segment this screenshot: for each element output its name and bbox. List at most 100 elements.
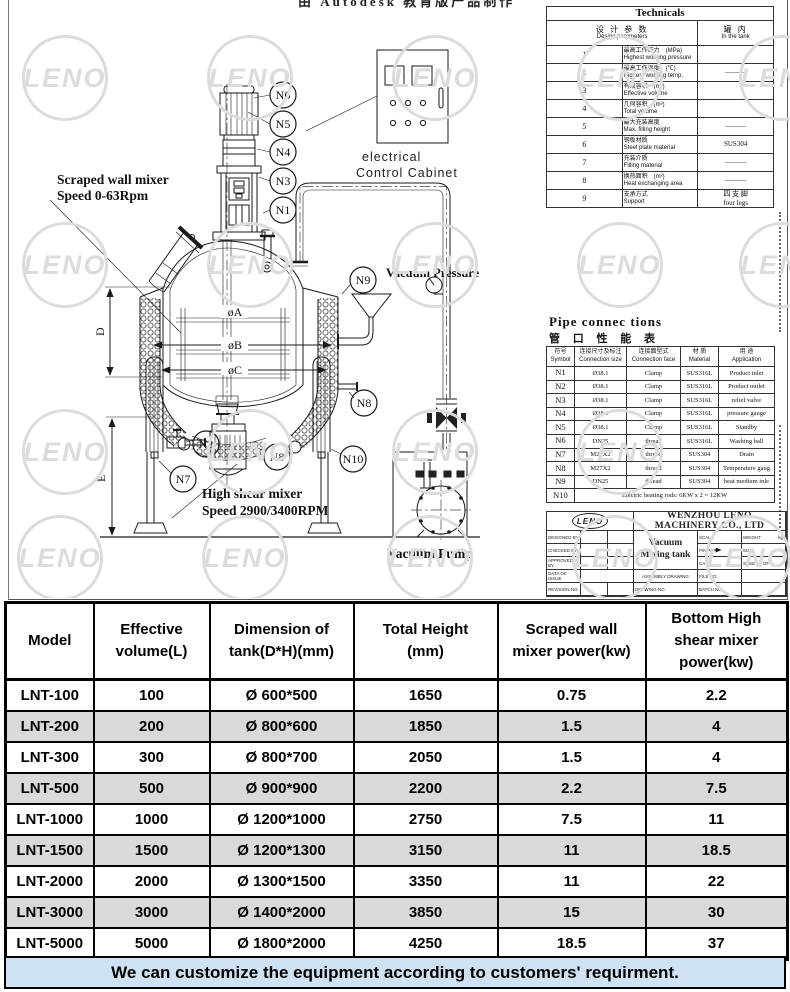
table-cell: 7.5 — [644, 772, 789, 805]
assembly-drawing-label: ASSEMBLY DRAWING — [634, 570, 698, 583]
table-cell: N6 — [546, 433, 575, 449]
table-cell: N8 — [546, 461, 575, 476]
svg-text:N1: N1 — [276, 203, 291, 217]
table-cell: 1000 — [92, 803, 211, 836]
table-cell: M27X2 — [574, 447, 627, 463]
table-cell: 3350 — [352, 865, 499, 898]
table-cell: 5 — [546, 117, 623, 136]
cabinet-label-1: electrical — [362, 150, 421, 164]
high-shear-label: High shear mixer — [202, 486, 302, 501]
label-n1: N1 — [269, 196, 297, 224]
manhole — [148, 225, 204, 293]
table-cell: SUS316L — [680, 366, 719, 381]
blank-cell — [608, 544, 634, 557]
table-cell: N2 — [546, 379, 575, 395]
table-cell: 3850 — [352, 896, 499, 929]
table-cell: 1.5 — [496, 710, 647, 743]
table-cell: ——— — [697, 117, 774, 136]
table-cell: pressure gauge — [718, 406, 775, 422]
svg-text:øA: øA — [228, 305, 243, 319]
table-cell: SUS316L — [680, 393, 719, 408]
label-n6: N6 — [269, 81, 297, 109]
table-cell: 1 — [546, 45, 623, 64]
table-cell: thread — [626, 474, 681, 490]
label-n8-bottom: N8 — [263, 443, 291, 471]
svg-text:N5: N5 — [276, 117, 291, 131]
table-cell: SUS316L — [680, 420, 719, 435]
table-cell: 2050 — [352, 741, 499, 774]
svg-text:N7: N7 — [176, 472, 191, 486]
table-cell: LNT-5000 — [4, 927, 95, 961]
vacuum-pipe-centerline — [299, 186, 447, 452]
table-cell: 4 — [546, 99, 623, 118]
table-cell: Ø 900*900 — [208, 772, 355, 805]
drawing-no-label: DRAWING NO. — [634, 583, 698, 596]
table-cell: 2 — [546, 63, 623, 82]
projection-symbol — [708, 547, 722, 553]
blank-cell — [581, 583, 608, 596]
table-cell: 4 — [644, 710, 789, 743]
table-cell: SUS304 — [680, 474, 719, 490]
table-cell: LNT-200 — [4, 710, 95, 743]
size-label: SIZE — [742, 544, 786, 557]
technicals-title: Technicals — [546, 6, 774, 21]
scraped-mixer-motor — [212, 85, 266, 241]
table-cell: ——— — [697, 171, 774, 190]
table-cell: 几何容积 (m³)Total volume — [621, 99, 699, 118]
table-cell: Clamp — [626, 379, 681, 395]
table-cell: LNT-1000 — [4, 803, 95, 836]
table-cell: Ø38.1 — [574, 366, 627, 381]
table-cell: 37 — [644, 927, 789, 961]
vacuum-pressure-gauge — [425, 276, 443, 295]
sheet-edge-mark — [779, 212, 782, 332]
table-cell: Clamp — [626, 420, 681, 435]
scale-label: SCALE — [698, 531, 742, 544]
blank-cell — [608, 583, 634, 596]
table-cell: 换热面积 (m²)Heat exchanging area — [621, 171, 699, 190]
table-cell: 0.75 — [496, 678, 647, 712]
label-n8-side: N8 — [350, 389, 378, 417]
dome-nozzle — [260, 229, 275, 273]
svg-text:øB: øB — [228, 338, 242, 352]
blank-cell — [742, 570, 786, 583]
label-n7: N7 — [169, 465, 197, 493]
table-cell: 1850 — [352, 710, 499, 743]
svg-text:N2: N2 — [199, 437, 214, 451]
svg-text:N10: N10 — [343, 452, 364, 466]
svg-text:N6: N6 — [276, 88, 291, 102]
checked-by-label: CHECKED BY — [547, 544, 581, 557]
table-cell: Ø 1200*1300 — [208, 834, 355, 867]
svg-text:N3: N3 — [276, 174, 291, 188]
table-cell: LNT-3000 — [4, 896, 95, 929]
svg-text:D: D — [93, 327, 107, 336]
table-cell: M27X2 — [574, 461, 627, 476]
table-cell: N7 — [546, 447, 575, 463]
table-cell: Ø38.1 — [574, 420, 627, 435]
table-cell: SUS304 — [680, 461, 719, 476]
table-cell: relief valve — [718, 393, 775, 408]
table-cell — [697, 45, 774, 64]
table-cell: 3150 — [352, 834, 499, 867]
label-n5: N5 — [269, 110, 297, 138]
autodesk-watermark-text: 由 Autodesk 教育版产品制作 — [298, 0, 516, 9]
customize-banner-text: We can customize the equipment according… — [111, 962, 679, 982]
customize-banner: We can customize the equipment according… — [4, 956, 786, 989]
